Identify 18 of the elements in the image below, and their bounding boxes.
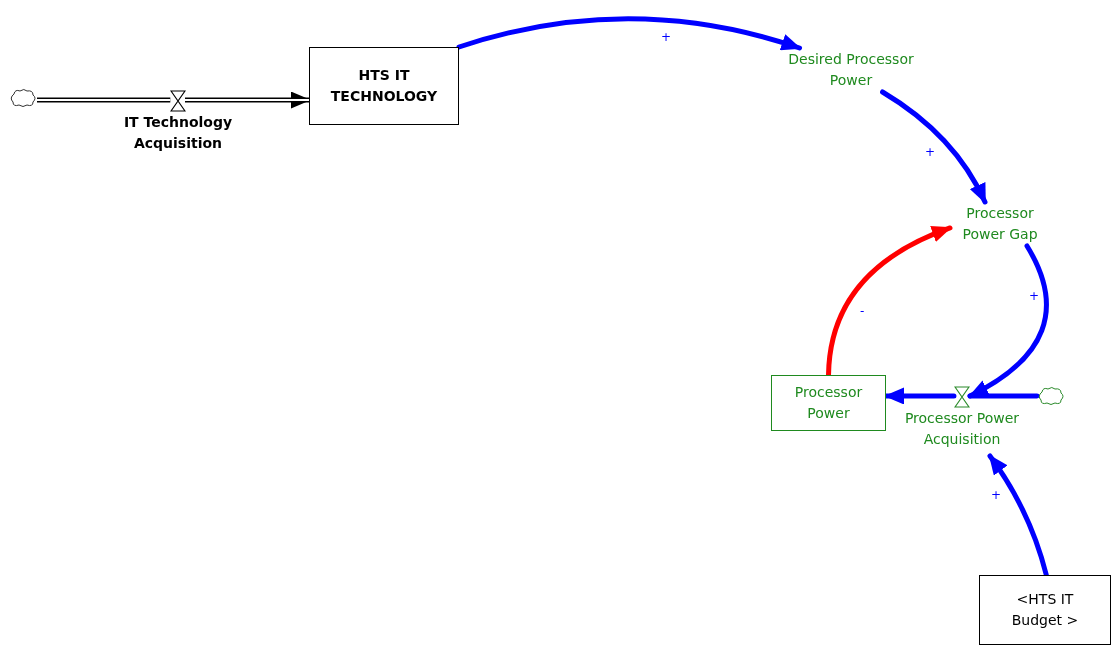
variable-label: Desired Processor Power bbox=[768, 48, 934, 92]
arrow bbox=[456, 16, 803, 52]
cloud-icon bbox=[9, 88, 37, 108]
arrow bbox=[880, 89, 988, 205]
edge-label: + bbox=[925, 146, 936, 158]
edge-label: + bbox=[1029, 290, 1040, 302]
stock-box: <HTS IT Budget > bbox=[979, 575, 1111, 645]
cloud-icon bbox=[1037, 386, 1065, 406]
arrow bbox=[967, 243, 1049, 399]
flow-pipe bbox=[36, 97, 172, 103]
stock-box: Processor Power bbox=[771, 375, 886, 431]
edge-label: + bbox=[991, 489, 1002, 501]
stock-box: HTS IT TECHNOLOGY bbox=[309, 47, 459, 125]
edge-label: + bbox=[661, 31, 672, 43]
flow-pipe bbox=[184, 91, 311, 109]
variable-label: Processor Power Gap bbox=[950, 202, 1050, 246]
flow-valve: IT Technology Acquisition bbox=[108, 90, 248, 154]
flow-valve: Processor Power Acquisition bbox=[886, 386, 1038, 456]
